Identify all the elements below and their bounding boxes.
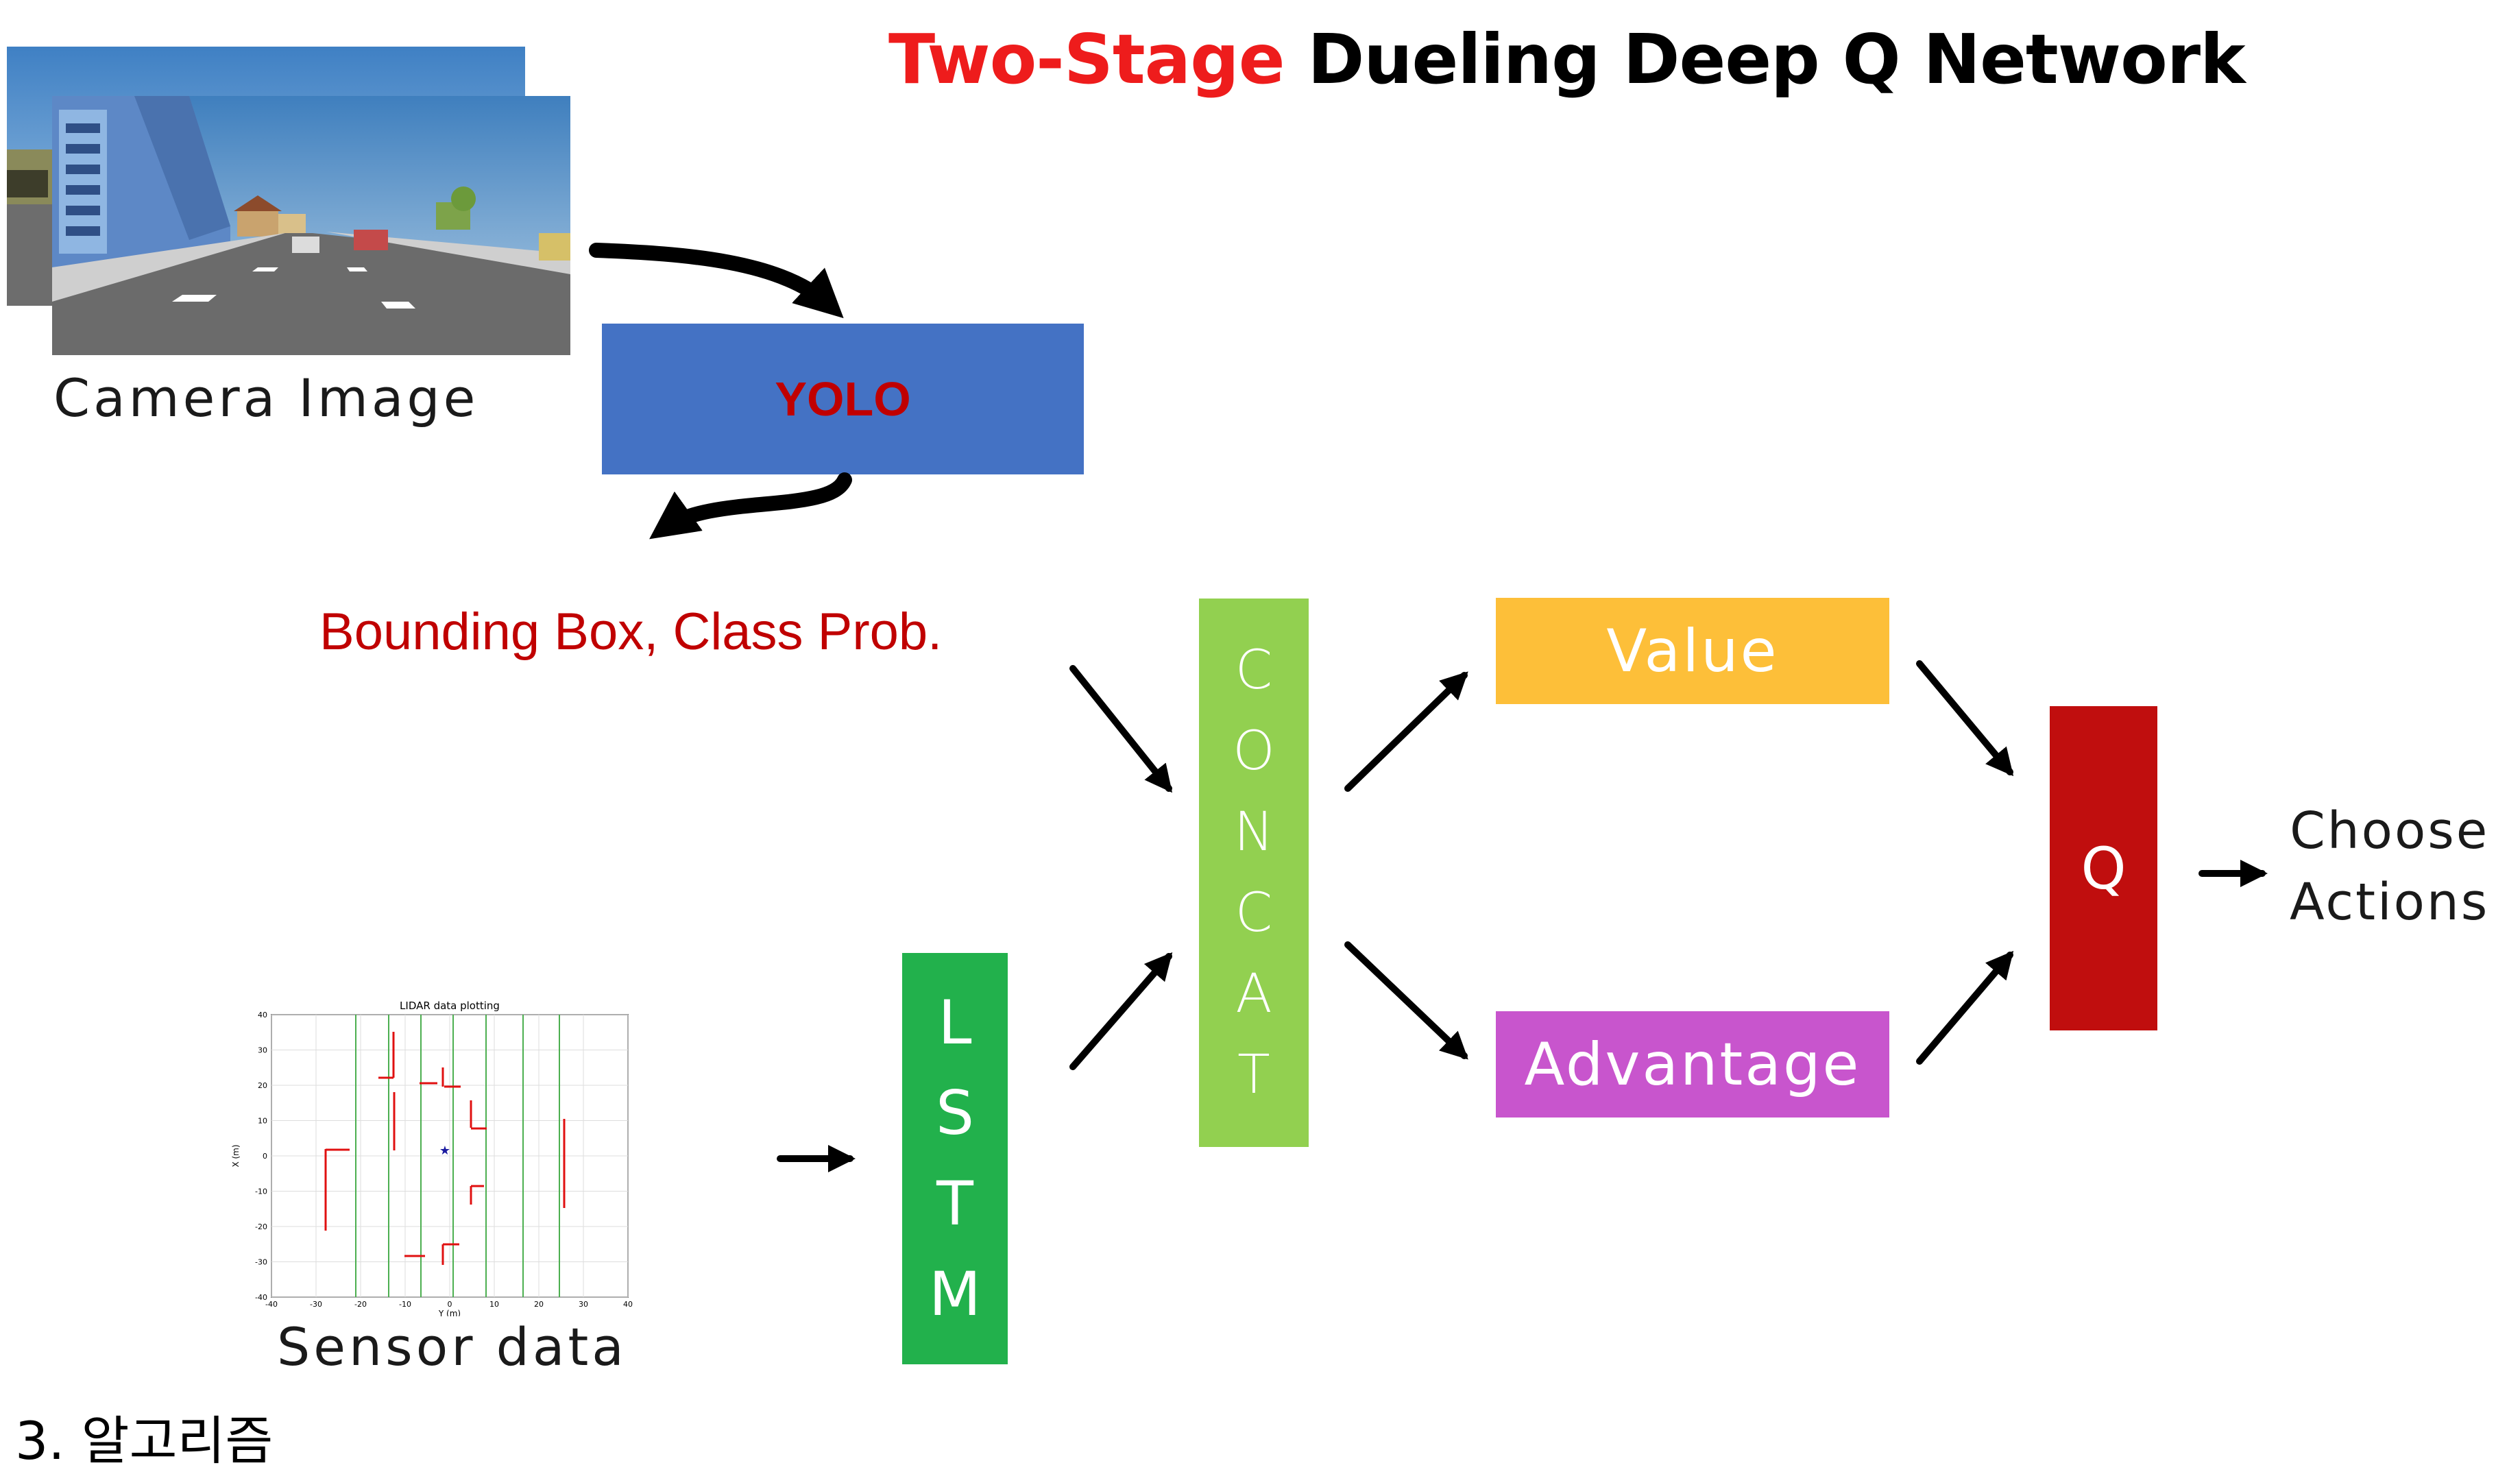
advantage-to-q-arrow <box>1916 950 2014 1065</box>
lidar-plot-title: LIDAR data plotting <box>400 1000 500 1012</box>
lidar-ytick: 20 <box>258 1081 267 1090</box>
value-to-q-arrow <box>1916 660 2014 777</box>
lidar-ytick: 10 <box>258 1117 267 1126</box>
lidar-xtick: 0 <box>448 1300 452 1309</box>
q-box: Q <box>2050 706 2157 1030</box>
choose-actions-line-1: Choose <box>2290 801 2490 860</box>
bbox-to-concat-arrow <box>1069 665 1172 793</box>
concat-to-advantage-arrow <box>1344 941 1468 1060</box>
choose-actions-line-2: Actions <box>2290 873 2490 932</box>
lidar-xtick: -20 <box>354 1300 367 1309</box>
camera-to-yolo-arrow <box>589 243 844 319</box>
lstm-letter: S <box>936 1078 974 1148</box>
concat-box: C O N C A T <box>1199 599 1309 1147</box>
lidar-ylabel: X (m) <box>231 1144 241 1167</box>
lstm-letter: T <box>936 1168 973 1239</box>
diagram-title: Two-Stage Dueling Deep Q Network <box>888 19 2246 99</box>
yolo-label: YOLO <box>775 372 911 426</box>
value-box: Value <box>1496 598 1889 704</box>
title-rest: Dueling Deep Q Network <box>1307 19 2245 99</box>
concat-letter: A <box>1235 963 1272 1025</box>
lstm-letter: M <box>929 1259 981 1329</box>
yolo-box: YOLO <box>602 324 1084 474</box>
lidar-xlabel: Y (m) <box>438 1309 461 1316</box>
lidar-xtick: -40 <box>265 1300 278 1309</box>
camera-image-caption: Camera Image <box>53 367 479 428</box>
section-footer: 3. 알고리즘 <box>15 1410 274 1471</box>
lidar-ytick: 30 <box>258 1046 267 1055</box>
lidar-ytick: 40 <box>258 1011 267 1019</box>
lidar-ytick: -30 <box>255 1258 267 1267</box>
concat-letter: O <box>1233 721 1275 782</box>
yolo-to-bbox-arrow <box>649 472 852 540</box>
lidar-ytick: -20 <box>255 1222 267 1231</box>
lidar-ytick: -40 <box>255 1293 267 1302</box>
title-highlight: Two-Stage <box>888 19 1285 99</box>
lstm-box: L S T M <box>902 953 1008 1364</box>
concat-letter: T <box>1237 1044 1270 1106</box>
concat-to-value-arrow <box>1344 671 1468 792</box>
lidar-plot: LIDAR data plotting -40 -30 -20 -10 0 10 20 30 4… <box>231 1000 633 1316</box>
lidar-points <box>324 1032 566 1265</box>
bounding-box-label: Bounding Box, Class Prob. <box>319 603 943 661</box>
vehicle-marker: ★ <box>439 1144 450 1158</box>
lane-lines <box>355 1015 560 1297</box>
lidar-xtick: 20 <box>534 1300 544 1309</box>
lstm-to-concat-arrow <box>1069 952 1173 1070</box>
lidar-ytick: 0 <box>263 1152 267 1161</box>
advantage-label: Advantage <box>1524 1030 1861 1099</box>
lidar-xtick: -30 <box>310 1300 322 1309</box>
choose-actions-label: Choose Actions <box>2290 795 2489 938</box>
camera-image-front <box>52 96 570 355</box>
concat-letter: C <box>1235 882 1273 944</box>
lidar-xtick: 10 <box>489 1300 499 1309</box>
lidar-ytick: -10 <box>255 1187 267 1196</box>
value-label: Value <box>1606 616 1779 686</box>
sensor-data-caption: Sensor data <box>277 1316 627 1377</box>
lidar-xtick: -10 <box>399 1300 411 1309</box>
lidar-xtick: 40 <box>623 1300 633 1309</box>
lstm-letter: L <box>938 987 972 1058</box>
q-label: Q <box>2081 834 2127 902</box>
concat-letter: C <box>1235 640 1273 701</box>
concat-letter: N <box>1233 801 1274 863</box>
advantage-box: Advantage <box>1496 1011 1889 1117</box>
lidar-xtick: 30 <box>579 1300 588 1309</box>
